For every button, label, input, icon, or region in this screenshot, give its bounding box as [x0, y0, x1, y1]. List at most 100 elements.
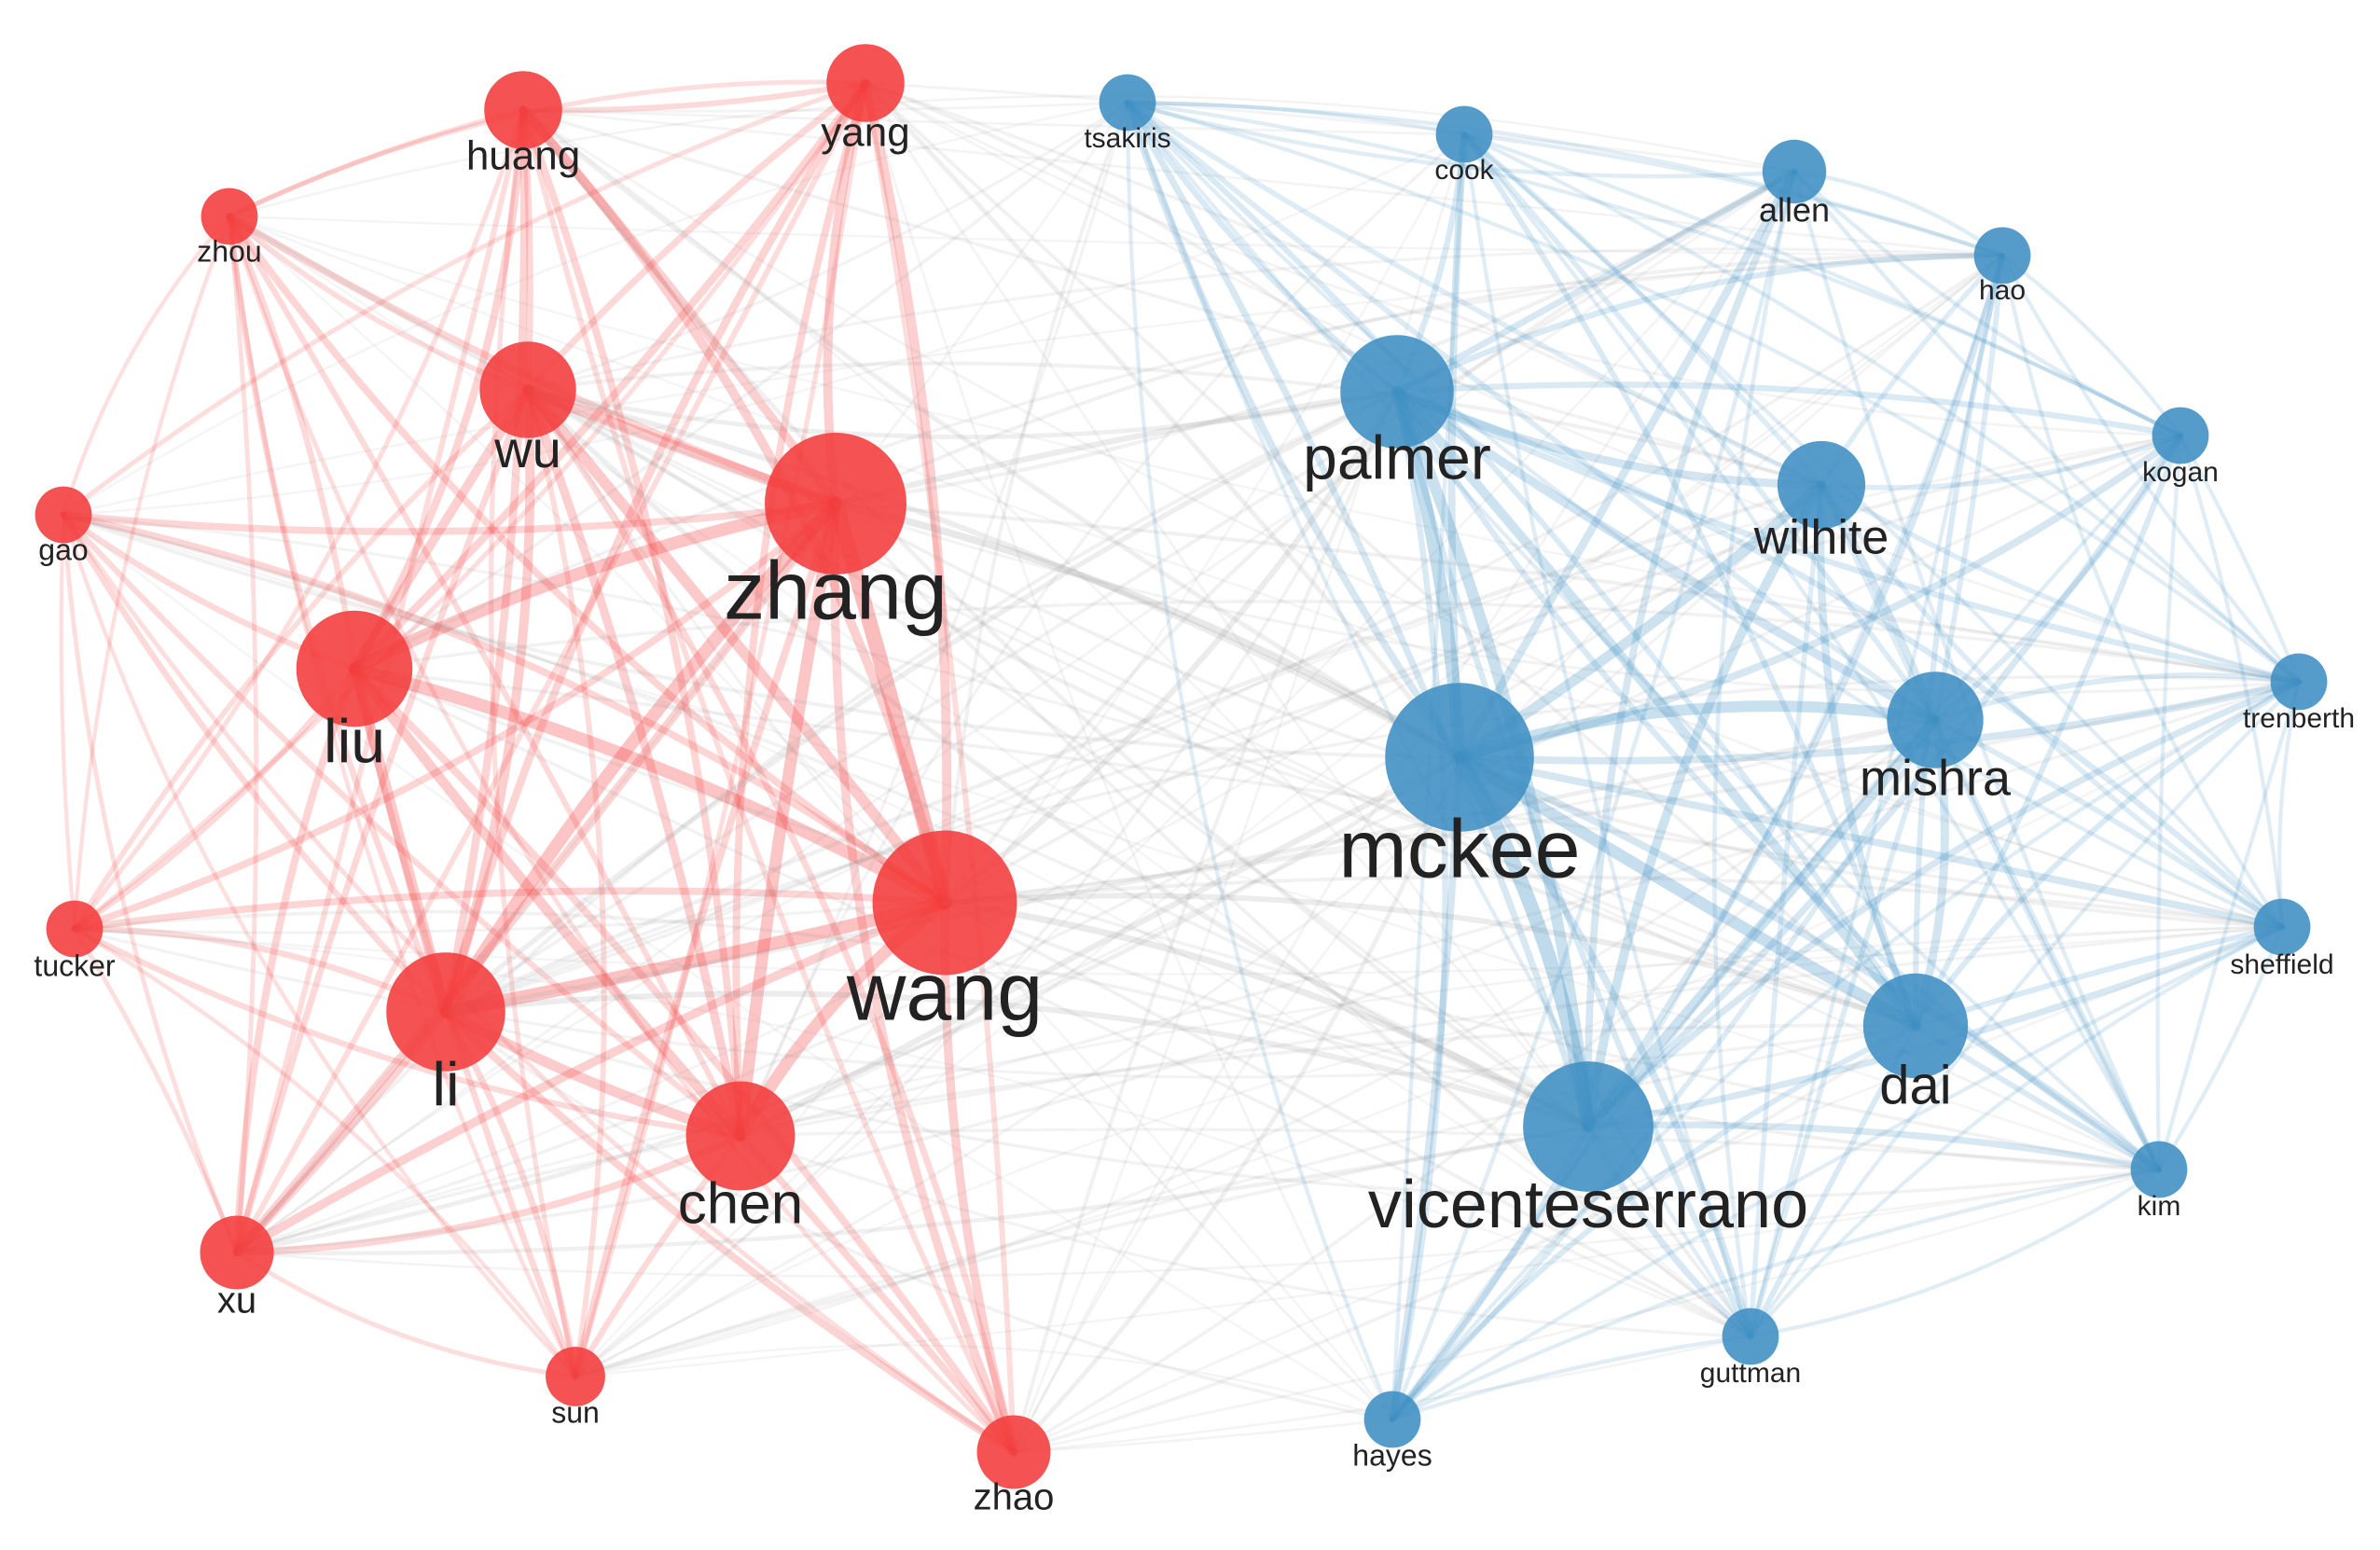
- node-chen[interactable]: [685, 1081, 796, 1191]
- node-sun[interactable]: [546, 1347, 605, 1406]
- edge-wilhite-kogan: [1819, 433, 2183, 491]
- node-label-kogan: kogan: [2142, 457, 2219, 488]
- node-zhao[interactable]: [976, 1415, 1051, 1489]
- node-trenberth[interactable]: [2270, 653, 2328, 711]
- node-yang[interactable]: [826, 44, 905, 122]
- edge-kogan-dai: [1912, 432, 2184, 1030]
- edge-palmer-wilhite: [1392, 387, 1826, 490]
- edge-sheffield-kim: [2156, 924, 2285, 1172]
- edge-gao-tsakiris: [62, 101, 1129, 517]
- edge-tsakiris-hao: [1125, 100, 2005, 258]
- node-label-mckee: mckee: [1338, 802, 1580, 894]
- edge-kogan-mishra: [1932, 433, 2183, 723]
- edge-trenberth-mishra: [1932, 672, 2302, 723]
- edge-allen-mckee: [1455, 167, 1799, 762]
- node-wang[interactable]: [872, 830, 1017, 976]
- edge-tsakiris-wilhite: [1125, 100, 1824, 488]
- node-hao[interactable]: [1973, 227, 2031, 284]
- edge-li-hao: [444, 254, 2004, 1014]
- edge-gao-cook: [62, 132, 1466, 517]
- edge-zhou-chen: [226, 213, 744, 1140]
- node-mckee[interactable]: [1385, 683, 1534, 832]
- node-vicenteserrano[interactable]: [1523, 1061, 1654, 1192]
- edge-mckee-kim: [1456, 754, 2163, 1173]
- edge-tsakiris-mishra: [1125, 100, 1938, 723]
- edge-allen-guttman: [1712, 169, 1797, 1339]
- node-label-hayes: hayes: [1352, 1438, 1432, 1472]
- node-gao[interactable]: [35, 486, 92, 544]
- edge-zhao-kim: [1012, 1168, 2161, 1454]
- edge-chen-guttman: [739, 1134, 1752, 1338]
- edge-zhou-sheffield: [228, 215, 2284, 929]
- node-guttman[interactable]: [1722, 1308, 1779, 1365]
- edge-sun-vicenteserrano: [574, 1125, 1590, 1378]
- edge-trenberth-dai: [1912, 678, 2303, 1030]
- edge-yang-palmer: [863, 80, 1400, 394]
- edge-wang-palmer: [941, 388, 1401, 906]
- node-label-zhou: zhou: [197, 234, 261, 268]
- edge-zhou-xu: [227, 214, 259, 1255]
- edge-sun-kim: [574, 1168, 2161, 1378]
- edge-tsakiris-cook: [1125, 100, 1467, 137]
- node-allen[interactable]: [1762, 139, 1827, 204]
- edge-hao-mishra: [1932, 253, 2005, 723]
- node-xu[interactable]: [200, 1215, 274, 1290]
- edge-tsakiris-vicenteserrano: [1124, 99, 1592, 1130]
- edge-zhang-hao: [834, 253, 2004, 505]
- node-wilhite[interactable]: [1777, 440, 1866, 530]
- node-tucker[interactable]: [46, 900, 104, 958]
- edge-tucker-wang: [71, 887, 948, 933]
- edge-xu-tsakiris: [235, 101, 1129, 1254]
- edge-mishra-guttman: [1748, 717, 1938, 1339]
- edge-gao-li: [60, 511, 450, 1016]
- edge-liu-trenberth: [353, 600, 2301, 684]
- edge-liu-zhao: [351, 665, 1017, 1456]
- edge-zhou-tucker: [72, 214, 232, 932]
- node-palmer[interactable]: [1340, 335, 1454, 449]
- node-tsakiris[interactable]: [1099, 74, 1156, 131]
- edge-cook-sheffield: [1461, 131, 2285, 930]
- node-cook[interactable]: [1435, 105, 1493, 163]
- node-dai[interactable]: [1862, 973, 1969, 1079]
- node-huang[interactable]: [484, 71, 562, 149]
- node-label-sheffield: sheffield: [2230, 949, 2333, 980]
- edge-wu-chen: [523, 385, 745, 1141]
- node-wu[interactable]: [479, 341, 576, 438]
- node-kim[interactable]: [2130, 1141, 2188, 1198]
- edge-sun-mishra: [574, 718, 1937, 1378]
- edge-yang-huang: [519, 79, 869, 114]
- edge-palmer-trenberth: [1393, 388, 2303, 685]
- edge-xu-mishra: [235, 718, 1937, 1254]
- edge-gao-tucker: [59, 512, 77, 932]
- node-label-sun: sun: [551, 1395, 600, 1429]
- edge-kogan-kim: [2155, 433, 2183, 1172]
- edge-allen-kogan: [1792, 169, 2183, 438]
- edge-liu-wang: [348, 662, 951, 909]
- edge-sun-wilhite: [574, 483, 1823, 1378]
- edge-wang-trenberth: [943, 680, 2301, 905]
- edge-palmer-sheffield: [1393, 388, 2286, 931]
- edge-chen-sheffield: [739, 925, 2284, 1138]
- edge-wang-tsakiris: [943, 101, 1129, 905]
- edge-trenberth-mckee: [1456, 678, 2303, 765]
- node-mishra[interactable]: [1887, 671, 1984, 768]
- edge-wu-wilhite: [526, 361, 1823, 487]
- edge-cook-guttman: [1461, 131, 1753, 1339]
- node-kogan[interactable]: [2152, 407, 2209, 464]
- edge-tsakiris-kogan: [1125, 100, 2183, 438]
- edge-li-trenberth: [444, 674, 2301, 1014]
- node-hayes[interactable]: [1363, 1391, 1421, 1448]
- edge-palmer-mishra: [1392, 387, 1940, 725]
- edge-dai-hayes: [1389, 1022, 1919, 1423]
- edge-huang-sheffield: [521, 108, 2284, 929]
- node-liu[interactable]: [296, 610, 413, 727]
- edge-wilhite-trenberth: [1819, 482, 2302, 685]
- edge-zhang-li: [439, 497, 842, 1018]
- node-zhou[interactable]: [201, 187, 258, 245]
- edge-huang-vicenteserrano: [520, 107, 1591, 1129]
- edge-li-kogan: [444, 434, 2182, 1014]
- node-zhang[interactable]: [765, 433, 906, 574]
- node-li[interactable]: [386, 952, 505, 1072]
- node-sheffield[interactable]: [2253, 898, 2311, 956]
- edge-yang-mckee: [863, 80, 1462, 760]
